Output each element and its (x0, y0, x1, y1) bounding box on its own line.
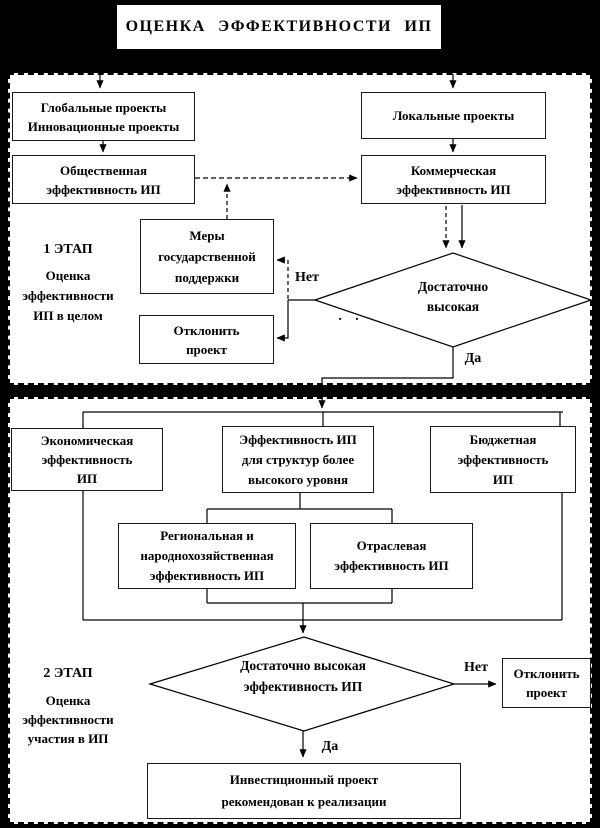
stage2-sublabel: Оценка эффективности участия в ИП (22, 693, 114, 746)
label-yes-2: Да (321, 739, 339, 754)
box-reject-project-1: Отклонить проект (139, 315, 274, 364)
stage1-label: 1 ЭТАП (43, 242, 93, 257)
box-reject-project-2: Отклонить проект (502, 658, 591, 708)
box-global-projects: Глобальные проекты Инновационные проекты (12, 92, 195, 141)
label-no-2: Нет (464, 660, 488, 675)
stage2-label: 2 ЭТАП (43, 666, 93, 681)
box-commercial-effectiveness: Коммерческая эффективность ИП (361, 155, 546, 204)
box-economic-effectiveness: Экономическая эффективность ИП (11, 428, 163, 491)
decision1-dots: . . (338, 308, 364, 323)
box-higher-level-effectiveness: Эффективность ИП для структур более высо… (222, 426, 374, 493)
box-local-projects: Локальные проекты (361, 92, 546, 139)
decision2-text: Достаточно высокая эффективность ИП (240, 658, 366, 694)
label-no-1: Нет (295, 270, 319, 285)
box-social-effectiveness: Общественная эффективность ИП (12, 155, 195, 204)
box-regional-effectiveness: Региональная и народнохозяйственная эффе… (118, 523, 296, 589)
stage1-sublabel: Оценка эффективности ИП в целом (22, 268, 114, 323)
box-state-support: Меры государственной поддержки (140, 219, 274, 294)
label-yes-1: Да (464, 351, 482, 366)
decision1-text: Достаточно высокая (417, 279, 489, 314)
page-title: ОЦЕНКА ЭФФЕКТИВНОСТИ ИП (115, 3, 443, 51)
box-project-recommended: Инвестиционный проект рекомендован к реа… (147, 763, 461, 819)
box-sector-effectiveness: Отраслевая эффективность ИП (310, 523, 473, 589)
box-budget-effectiveness: Бюджетная эффективность ИП (430, 426, 576, 493)
